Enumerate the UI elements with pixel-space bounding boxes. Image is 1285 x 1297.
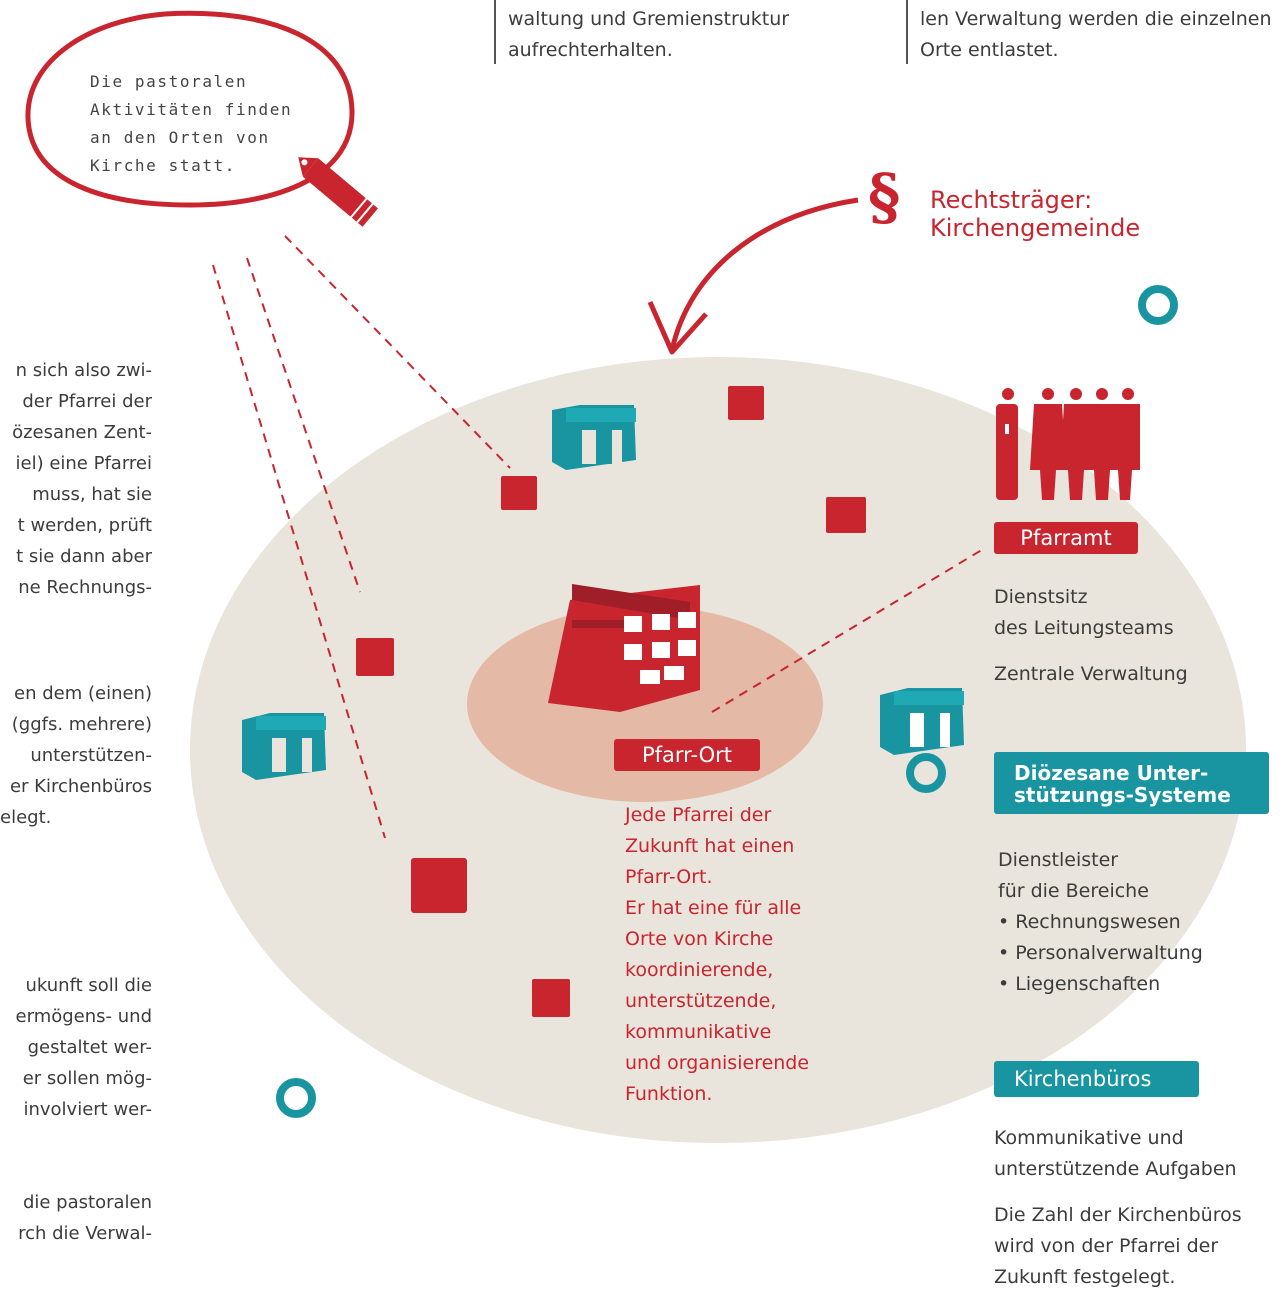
note-oval [25,10,355,208]
pfarrort-label: Pfarr-Ort [614,739,760,771]
left-paragraph-1: n sich also zwi-der Pfarrei der özesanen… [12,360,152,598]
place-markers [356,386,866,1017]
left-paragraph-2-end: elegt. [0,807,52,828]
column-divider [494,0,496,64]
ring-icon [906,753,946,793]
dioezesan-label: Diözesane Unter-stützungs-Systeme [994,752,1269,814]
kirchenbueros-label: Kirchenbüros [994,1061,1199,1097]
kirchenbuero-icon [242,713,326,780]
left-paragraph-2: en dem (einen)(ggfs. mehrere) unterstütz… [9,683,152,797]
paragraph-symbol-icon: § [868,160,901,233]
column-divider [906,0,908,64]
rechtstraeger-label: Rechtsträger:Kirchengemeinde [930,186,1141,242]
kirchenbuero-icon [880,688,964,755]
teal-rings [276,285,1178,1118]
note-dashed-lines [212,235,986,839]
ring-icon [276,1078,316,1118]
leitungsteam-people-icon [996,388,1140,500]
pfarrort-building-icon [548,584,700,712]
place-marker [411,858,467,913]
place-marker [826,497,866,533]
rechtstraeger-arrow [669,197,859,351]
place-marker [728,386,764,420]
kirchenbuero-icon [552,405,636,470]
pfarramt-label: Pfarramt [994,522,1138,554]
place-marker [356,638,394,676]
ring-icon [1138,285,1178,325]
pencil-icon [298,157,379,227]
place-marker [501,476,537,510]
place-marker [532,979,570,1017]
pfarramt-verwaltung: Zentrale Verwaltung [994,663,1188,685]
